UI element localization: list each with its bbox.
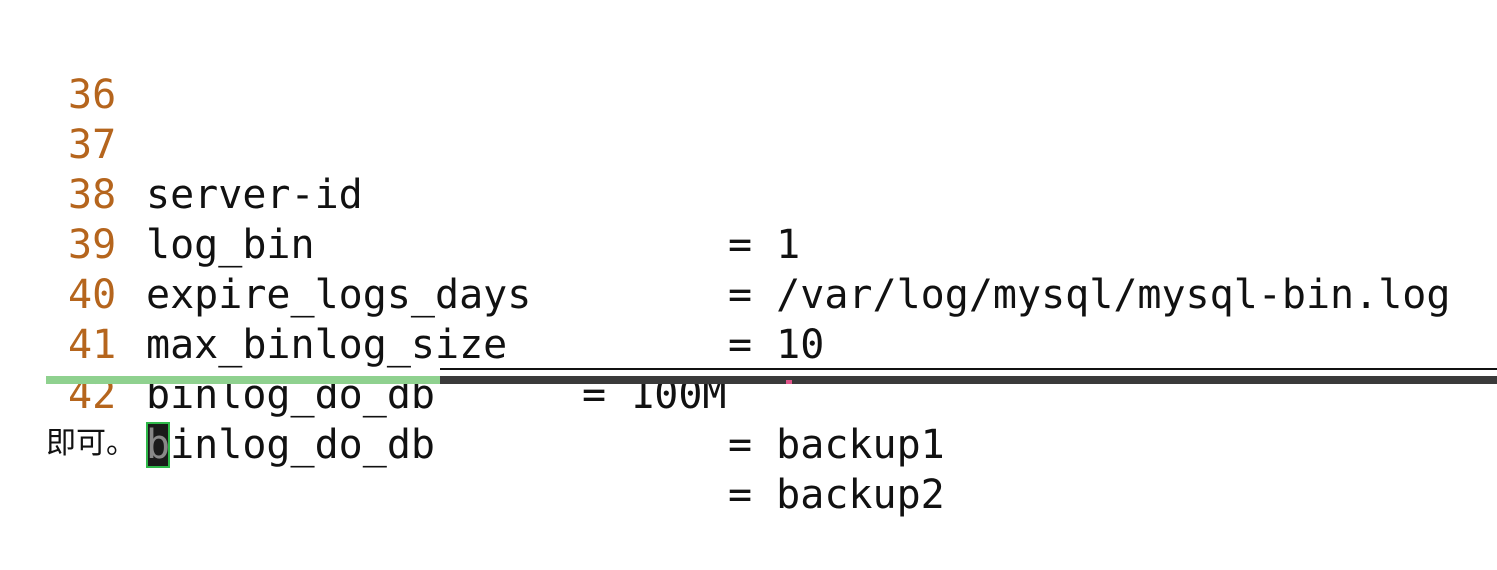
status-bar bbox=[46, 376, 1497, 384]
line-number: 38 bbox=[68, 172, 117, 218]
statusbar-divider bbox=[440, 368, 1497, 370]
line-number: 39 bbox=[68, 222, 117, 268]
config-key-rest: inlog_do_db bbox=[170, 422, 435, 468]
code-line: 37 server-id = 1 bbox=[0, 70, 800, 268]
document-text: 即可。 bbox=[46, 426, 136, 461]
code-line: 39 expire_logs_days = 10 bbox=[0, 170, 824, 368]
code-line: 38 log_bin = /var/log/mysql/mysql-bin.lo… bbox=[0, 120, 1450, 318]
config-key: expire_logs_days bbox=[146, 272, 532, 318]
config-value: = /var/log/mysql/mysql-bin.log bbox=[728, 272, 1451, 318]
code-line: 36 bbox=[0, 20, 116, 118]
statusbar-marker bbox=[786, 380, 792, 384]
config-value: = 1 bbox=[728, 222, 801, 268]
line-number: 37 bbox=[68, 122, 117, 168]
line-number: 36 bbox=[68, 72, 117, 118]
code-line: 42 binlog_do_db = backup2 bbox=[0, 320, 945, 518]
line-number: 41 bbox=[68, 322, 117, 368]
statusbar-mode-segment bbox=[46, 376, 440, 384]
config-key: server-id bbox=[146, 172, 363, 218]
config-value: = backup2 bbox=[728, 472, 945, 518]
text-cursor[interactable]: b bbox=[146, 422, 171, 468]
line-number: 40 bbox=[68, 272, 117, 318]
config-value: = 10 bbox=[728, 322, 825, 368]
code-editor[interactable]: 36 37 server-id = 1 38 log_bin = /var/lo… bbox=[0, 0, 1497, 518]
config-value: = backup1 bbox=[728, 422, 945, 468]
config-key: max_binlog_size bbox=[146, 322, 508, 368]
config-key: log_bin bbox=[146, 222, 315, 268]
code-line: 41 binlog_do_db = backup1 bbox=[0, 270, 945, 468]
config-key: binlog_do_db bbox=[146, 420, 435, 470]
code-line: 40 max_binlog_size = 100M bbox=[0, 220, 727, 418]
